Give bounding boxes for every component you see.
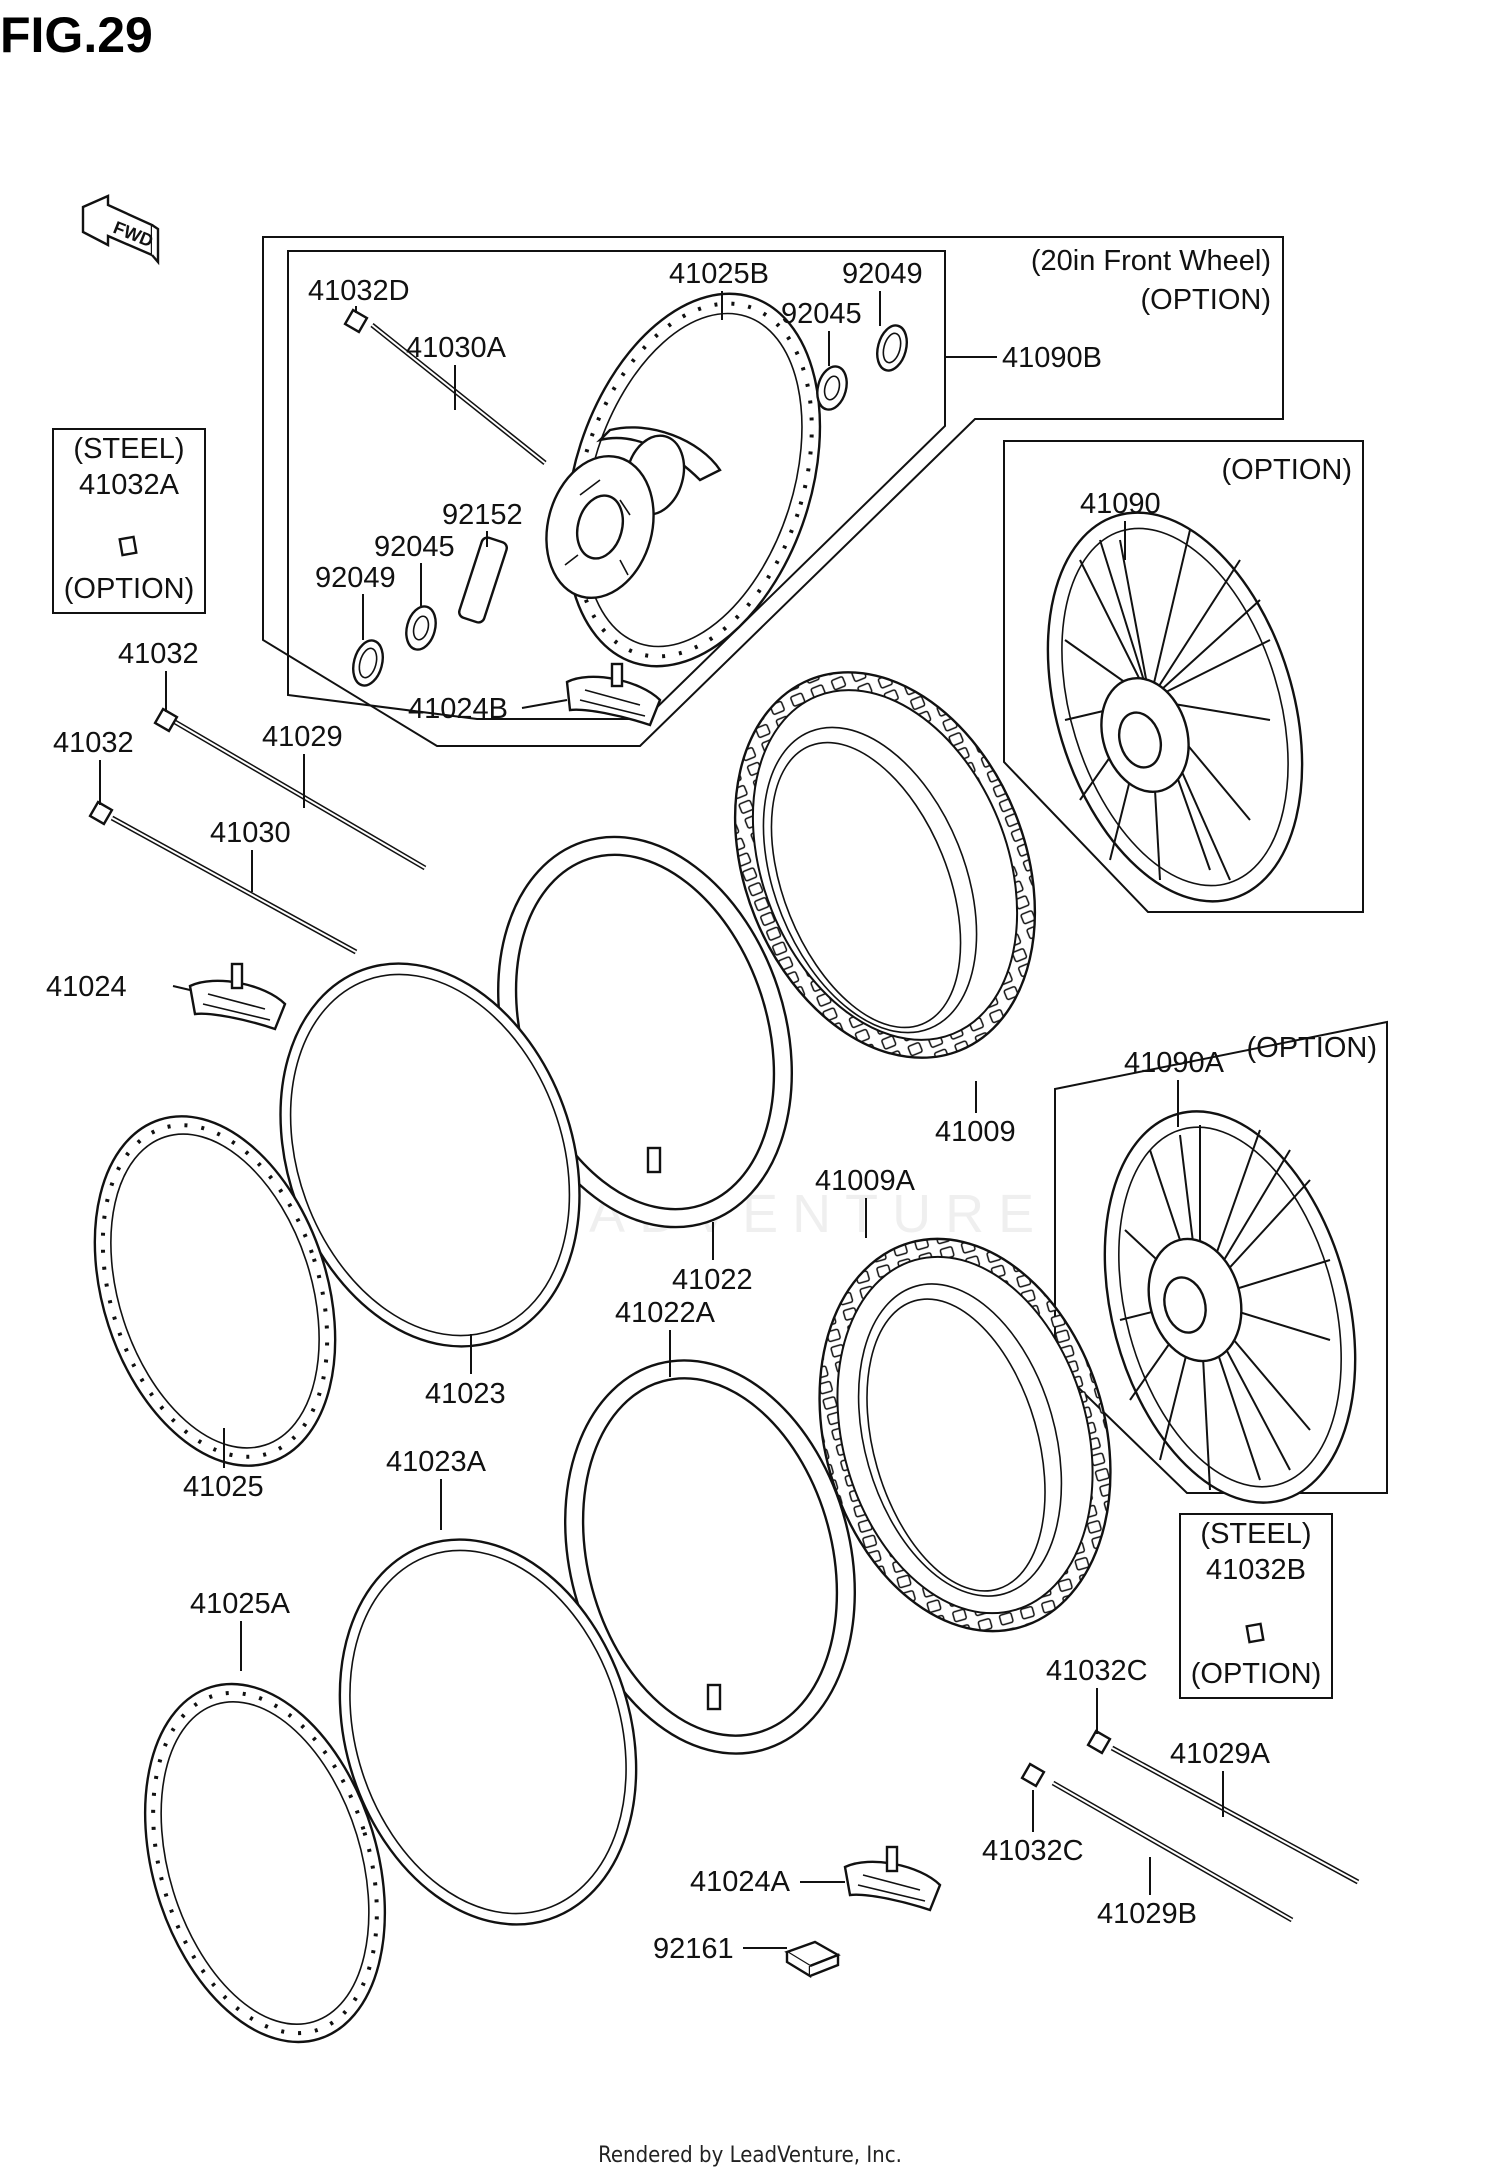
rim-band-41023A — [338, 1538, 638, 1926]
label-41032-b: 41032 — [53, 727, 134, 759]
label-92049-top: 92049 — [842, 258, 923, 290]
label-92161: 92161 — [653, 1933, 734, 1965]
steel-a-part: 41032A — [79, 469, 180, 501]
wheel-41090A — [1103, 1110, 1357, 1504]
part-92161 — [784, 1940, 841, 1979]
label-41024: 41024 — [46, 971, 127, 1003]
fwd-arrow-icon: FWD — [81, 194, 160, 266]
spoke-41030 — [88, 800, 358, 955]
label-41090: 41090 — [1080, 488, 1161, 520]
wheel-41090A-option: (OPTION) — [1247, 1032, 1378, 1064]
steel-a-option: (OPTION) — [64, 573, 195, 605]
seal-92049-left — [352, 639, 384, 687]
watermark: LEADVENTURE — [495, 1184, 1048, 1244]
label-41025: 41025 — [183, 1471, 264, 1503]
steel-a-title: (STEEL) — [73, 433, 184, 465]
label-41030: 41030 — [210, 817, 291, 849]
nipple-41032B — [1245, 1622, 1265, 1644]
footer-credit: Rendered by LeadVenture, Inc. — [598, 2143, 902, 2168]
front-20in-option: (OPTION) — [1141, 284, 1272, 316]
label-41024B: 41024B — [408, 693, 508, 725]
label-41090A: 41090A — [1124, 1047, 1225, 1079]
wheel-41090-option: (OPTION) — [1222, 454, 1353, 486]
bearing-92045-left — [405, 605, 437, 651]
steel-b-option: (OPTION) — [1191, 1658, 1322, 1690]
wheel-41090-option-box: (OPTION) — [1003, 440, 1364, 913]
tube-41022A — [564, 1359, 856, 1755]
spoke-41029A — [1086, 1729, 1360, 1885]
bearing-92045-top — [816, 365, 848, 411]
tube-valve-41022A — [706, 1683, 722, 1711]
nipple-41032A — [118, 535, 138, 557]
spacer-92152 — [458, 536, 508, 624]
rim-lock-41024A — [843, 1845, 942, 1912]
tube-valve-41022 — [646, 1146, 662, 1174]
spoke-41030A — [343, 308, 547, 465]
rim-41025A — [143, 1682, 387, 2044]
steel-option-box-a: (STEEL) 41032A (OPTION) — [52, 428, 206, 614]
tire-41009A — [818, 1237, 1112, 1633]
spoke-41029B — [1020, 1762, 1294, 1923]
label-41029: 41029 — [262, 721, 343, 753]
label-41023: 41023 — [425, 1378, 506, 1410]
label-41022A: 41022A — [615, 1297, 716, 1329]
label-41009A: 41009A — [815, 1165, 916, 1197]
front-20in-title: (20in Front Wheel) — [1031, 245, 1271, 277]
label-41032C-top: 41032C — [1046, 1655, 1148, 1687]
label-41030A: 41030A — [406, 332, 507, 364]
tire-41009 — [733, 671, 1037, 1059]
label-41032-a: 41032 — [118, 638, 199, 670]
label-92152: 92152 — [442, 499, 523, 531]
label-92045-top: 92045 — [781, 298, 862, 330]
rim-lock-41024 — [188, 962, 287, 1031]
wheel-41090 — [1046, 511, 1304, 903]
spoke-41029 — [153, 707, 427, 871]
label-41024A: 41024A — [690, 1866, 791, 1898]
label-92049-left: 92049 — [315, 562, 396, 594]
steel-option-box-b: (STEEL) 41032B (OPTION) — [1179, 1513, 1333, 1699]
label-41029B: 41029B — [1097, 1898, 1197, 1930]
label-41032D: 41032D — [308, 275, 410, 307]
label-41022: 41022 — [672, 1264, 753, 1296]
steel-b-title: (STEEL) — [1200, 1518, 1311, 1550]
label-41029A: 41029A — [1170, 1738, 1271, 1770]
rim-41025 — [93, 1115, 337, 1467]
steel-b-part: 41032B — [1206, 1554, 1306, 1586]
label-92045-left: 92045 — [374, 531, 455, 563]
label-41023A: 41023A — [386, 1446, 487, 1478]
seal-92049-top — [876, 324, 908, 372]
front-wheel-20in-group: (20in Front Wheel) (OPTION) — [262, 236, 1284, 747]
label-41009: 41009 — [935, 1116, 1016, 1148]
label-41025B: 41025B — [669, 258, 769, 290]
figure-title: FIG.29 — [0, 7, 153, 63]
hub-92152-assembly — [545, 426, 722, 600]
label-41090B: 41090B — [1002, 342, 1102, 374]
rim-lock-41024B — [565, 662, 662, 727]
label-41025A: 41025A — [190, 1588, 291, 1620]
label-41032C-bottom: 41032C — [982, 1835, 1084, 1867]
